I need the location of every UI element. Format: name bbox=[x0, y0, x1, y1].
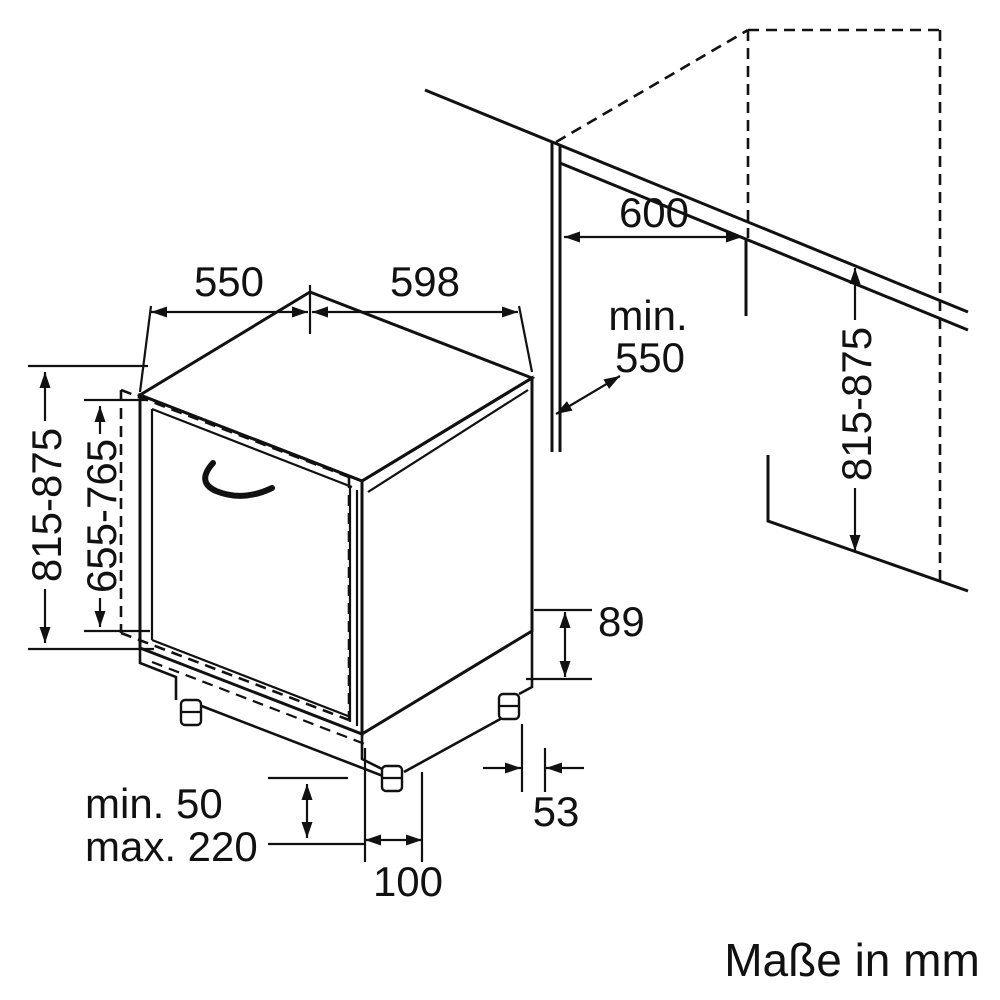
door-details bbox=[150, 389, 529, 726]
label-niche-depth-min: min. bbox=[608, 292, 687, 339]
front-right-foot bbox=[380, 764, 404, 793]
label-front-foot-100: 100 bbox=[373, 858, 443, 905]
dimension-plinth-min50-max220: min. 50 max. 220 bbox=[85, 776, 366, 870]
label-niche-height: 815-875 bbox=[833, 327, 880, 481]
label-appliance-height: 815-875 bbox=[23, 428, 70, 582]
worktop-edges bbox=[424, 88, 969, 332]
front-left-foot bbox=[179, 698, 203, 727]
label-rear-base-89: 89 bbox=[598, 598, 645, 645]
niche-hidden-edges bbox=[555, 28, 942, 580]
dimension-front-foot-100: 100 bbox=[363, 748, 443, 905]
dishwasher-body bbox=[136, 290, 536, 737]
niche-drawing bbox=[424, 28, 969, 593]
dimension-niche-depth-min550: min. 550 bbox=[555, 292, 688, 415]
units-note: Maße in mm bbox=[724, 934, 980, 986]
label-plinth-max: max. 220 bbox=[85, 823, 258, 870]
dimension-door-height-655-765: 655-765 bbox=[78, 398, 150, 633]
niche-left-edge bbox=[550, 142, 562, 452]
dimension-rear-foot-53: 53 bbox=[483, 724, 584, 835]
feet bbox=[179, 692, 521, 793]
dimension-niche-width-600: 600 bbox=[564, 189, 742, 243]
dimension-appliance-height-815-875: 815-875 bbox=[23, 364, 154, 651]
label-door-height: 655-765 bbox=[78, 439, 125, 593]
label-plinth-min: min. 50 bbox=[85, 780, 223, 827]
label-niche-depth-550: 550 bbox=[615, 334, 685, 381]
niche-floor-edge bbox=[766, 455, 969, 593]
dimension-rear-base-89: 89 bbox=[526, 598, 645, 681]
dimension-width-598: 598 bbox=[312, 258, 534, 373]
label-rear-foot-53: 53 bbox=[533, 788, 580, 835]
base-plinth bbox=[138, 631, 534, 778]
rear-foot bbox=[497, 692, 521, 721]
furniture-panel-dashed bbox=[119, 388, 351, 722]
label-niche-width-600: 600 bbox=[619, 189, 689, 236]
dimension-niche-height-815-875: 815-875 bbox=[833, 268, 880, 551]
dishwasher-drawing bbox=[119, 290, 536, 793]
door-handle bbox=[202, 460, 275, 499]
label-depth-550: 550 bbox=[194, 258, 264, 305]
dimension-depth-550: 550 bbox=[138, 258, 312, 393]
label-width-598: 598 bbox=[390, 258, 460, 305]
